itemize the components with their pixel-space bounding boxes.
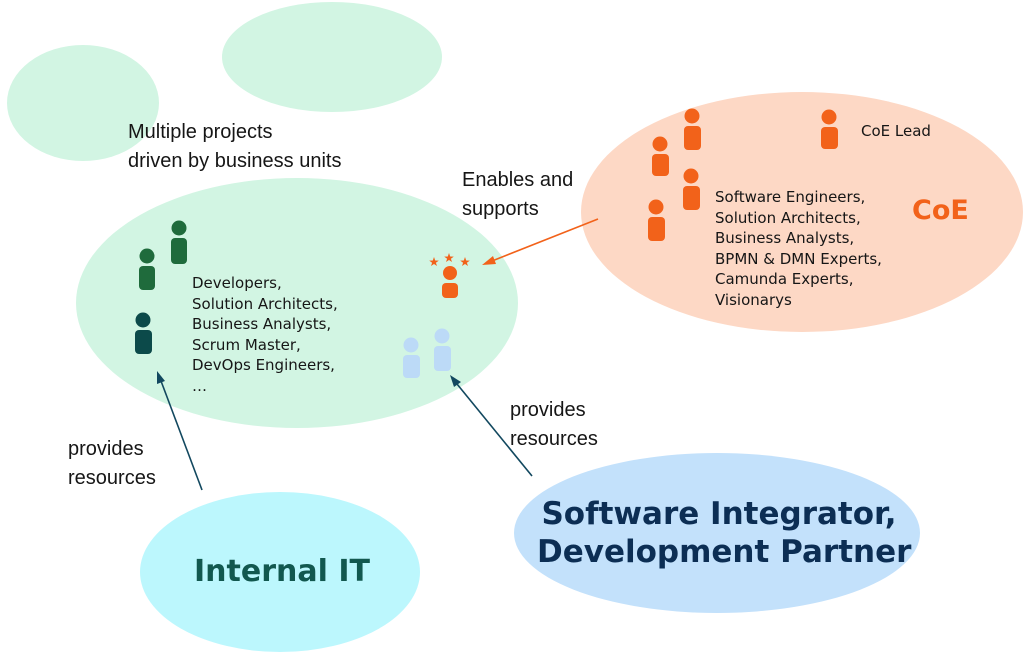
person-icon [434,328,451,371]
project-role: DevOps Engineers, [192,356,335,374]
arrow-enables [482,218,599,265]
projects-label-line-2: driven by business units [128,150,342,172]
project-role: … [192,376,207,395]
coe-title: CoE [912,195,969,226]
person-icon [135,312,152,354]
person-icon [171,220,187,264]
person-icon [683,168,700,210]
coe-lead-person-icon [821,109,838,149]
small-project-bubble-2 [222,2,442,112]
person-icon [684,108,701,150]
small-project-bubble-1 [7,45,159,161]
coe-role: Solution Architects, [715,208,861,227]
partner-title-line-2: Development Partner [537,534,912,570]
arrow-internal-it [157,371,203,491]
project-role: Business Analysts, [192,315,332,333]
enables-label-line-1: Enables and [462,169,574,191]
coe-roles-list: Software Engineers, Solution Architects,… [715,187,882,310]
project-role: Solution Architects, [192,294,338,313]
enables-label: Enables and supports [462,166,573,224]
partner-title-line-1: Software Integrator, [541,496,897,532]
coe-role: Visionarys [715,290,792,309]
partner-bubble [514,453,920,613]
partner-title: Software Integrator, Development Partner [537,495,912,571]
provides-left-line-1: provides [68,438,144,460]
arrow-partner [450,375,533,477]
provides-left-label: provides resources [68,435,156,493]
provides-right-line-1: provides [510,399,586,421]
person-icon [403,337,420,378]
provides-left-line-2: resources [68,467,156,489]
internal-it-title: Internal IT [194,554,370,589]
projects-label: Multiple projects driven by business uni… [128,118,341,176]
project-role: Scrum Master, [192,335,301,354]
star-person-icon [429,253,470,298]
internal-it-bubble [140,492,420,652]
coe-role: Business Analysts, [715,229,855,247]
coe-bubble [581,92,1023,332]
enables-label-line-2: supports [462,198,539,220]
coe-role: Software Engineers, [715,188,866,206]
project-role: Developers, [192,274,282,292]
person-icon [139,248,155,290]
person-icon [652,136,669,176]
coe-role: Camunda Experts, [715,270,854,288]
coe-lead-label: CoE Lead [861,122,931,140]
provides-right-label: provides resources [510,396,598,454]
coe-role: BPMN & DMN Experts, [715,249,882,268]
person-icon [648,199,665,241]
project-roles-list: Developers, Solution Architects, Busines… [192,273,338,396]
projects-label-line-1: Multiple projects [128,121,273,143]
provides-right-line-2: resources [510,428,598,450]
